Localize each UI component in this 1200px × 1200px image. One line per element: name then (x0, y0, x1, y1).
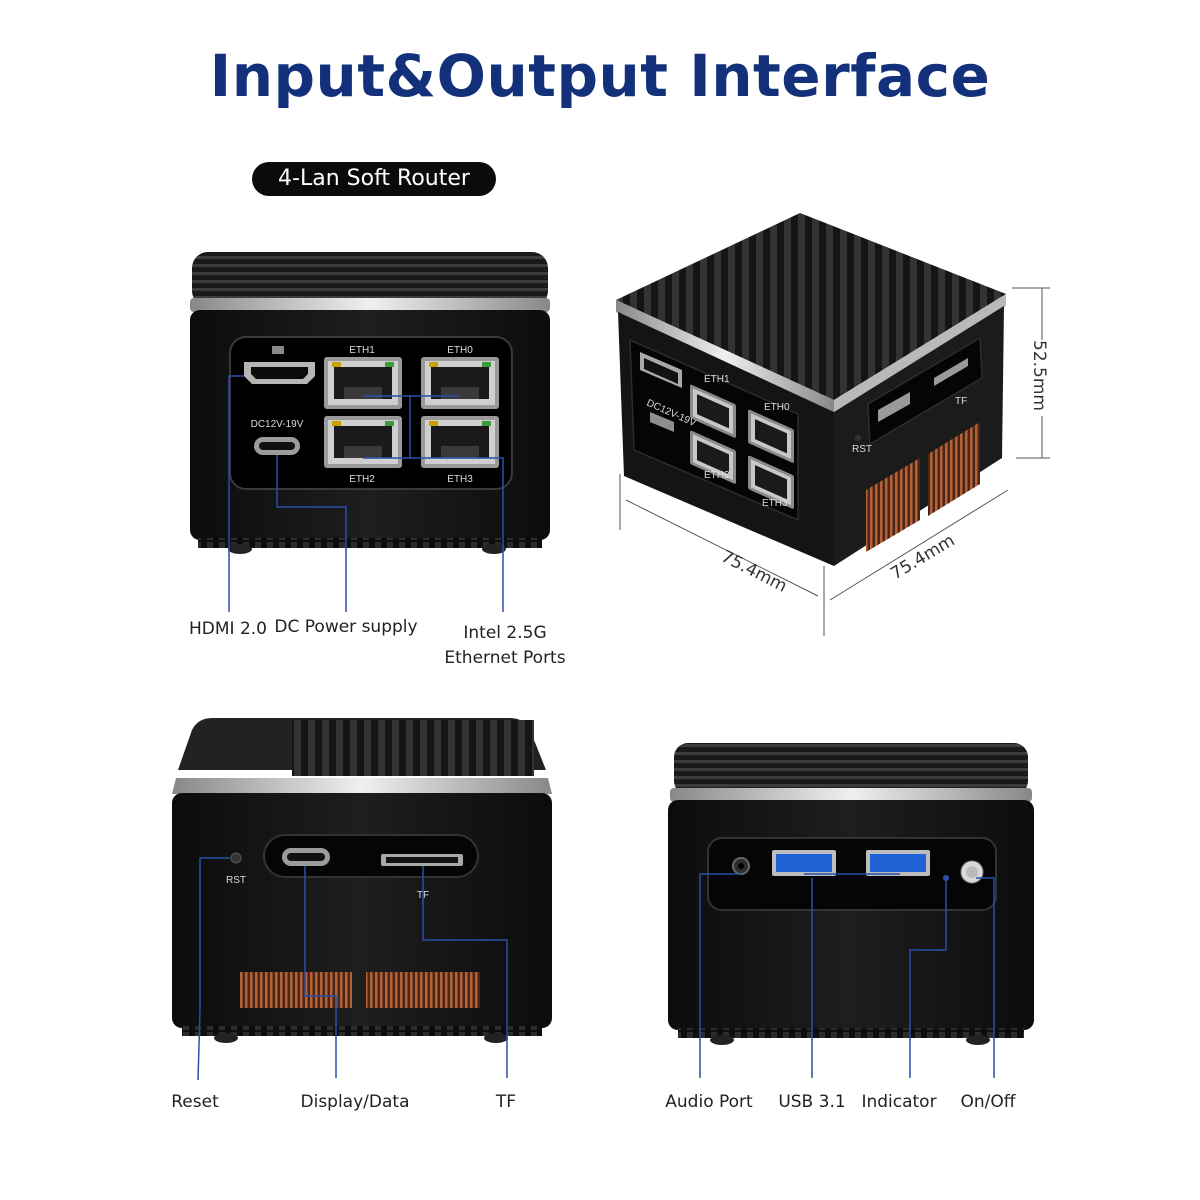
rear-leader-lines (699, 873, 995, 1078)
rear-view-device (668, 743, 1034, 1078)
callout-display: Display/Data (300, 1092, 410, 1112)
callout-reset: Reset (171, 1092, 219, 1112)
usb3-icon (772, 850, 930, 876)
iso-eth2-label: ETH2 (704, 470, 730, 481)
front-dc-label: DC12V-19V (251, 419, 304, 430)
dimension-height: 52.5mm (1029, 340, 1049, 411)
callout-hdmi: HDMI 2.0 (189, 619, 267, 639)
usb-c-icon (254, 437, 300, 455)
front-leader-lines (228, 375, 504, 612)
side-view-device: RST TF (172, 718, 552, 1081)
callout-dc-power: DC Power supply (274, 617, 418, 637)
usb-c-icon (282, 848, 330, 866)
iso-eth3-label: ETH3 (762, 498, 788, 509)
callout-indicator: Indicator (861, 1092, 937, 1112)
front-eth0-label: ETH0 (447, 345, 473, 356)
hdmi-icon (244, 346, 315, 384)
callout-onoff: On/Off (960, 1092, 1016, 1112)
iso-rst-label: RST (852, 444, 872, 455)
iso-eth0-label: ETH0 (764, 402, 790, 413)
side-leader-lines (197, 857, 508, 1081)
callout-tf: TF (495, 1092, 517, 1112)
callout-audio: Audio Port (665, 1092, 753, 1112)
iso-view-device: DC12V-19V ETH1 ETH0 ETH2 ETH3 RST TF 75.… (616, 213, 1050, 636)
front-eth3-label: ETH3 (447, 474, 473, 485)
callout-usb: USB 3.1 (778, 1092, 846, 1112)
front-eth1-label: ETH1 (349, 345, 375, 356)
model-badge: 4-Lan Soft Router (252, 162, 496, 196)
dimension-width: 75.4mm (718, 547, 790, 597)
side-rst-label: RST (226, 875, 246, 886)
front-eth2-label: ETH2 (349, 474, 375, 485)
front-view-device: DC12V-19V ETH1 ETH0 ETH2 ETH3 (190, 252, 550, 612)
power-icon (960, 860, 984, 884)
iso-tf-label: TF (955, 396, 967, 407)
page-title: Input&Output Interface (209, 42, 991, 110)
iso-eth1-label: ETH1 (704, 374, 730, 385)
dimension-lines (619, 287, 1050, 636)
